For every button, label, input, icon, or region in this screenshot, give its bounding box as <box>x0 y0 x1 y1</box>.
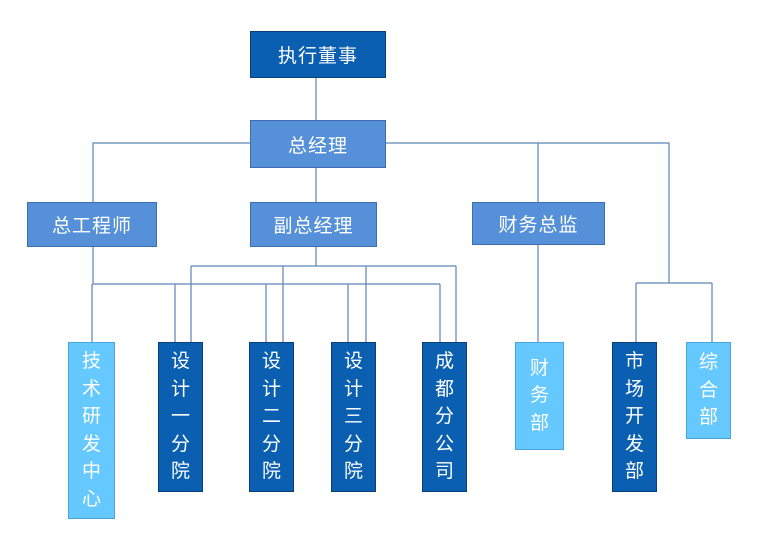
node-market-dev-dept: 市场开发部 <box>612 342 657 492</box>
node-finance-dept: 财务部 <box>515 342 564 450</box>
node-general-affairs-dept: 综合部 <box>686 342 731 439</box>
node-general-manager: 总经理 <box>250 120 386 168</box>
connector-gm-chief-engineer <box>92 142 250 202</box>
node-finance-director-label: 财务总监 <box>498 214 579 236</box>
node-chairman: 执行董事 <box>250 31 386 78</box>
node-market-dev-dept-label: 市场开发部 <box>624 350 644 483</box>
node-chengdu-branch: 成都分公司 <box>422 342 467 492</box>
node-chengdu-branch-label: 成都分公司 <box>434 350 454 483</box>
node-chief-engineer: 总工程师 <box>27 202 157 247</box>
node-tech-rd-center: 技术研发中心 <box>68 342 115 519</box>
connector-market-general <box>635 282 713 342</box>
node-design-branch-1: 设计一分院 <box>158 342 203 492</box>
node-chairman-label: 执行董事 <box>277 45 358 67</box>
node-general-affairs-dept-label: 综合部 <box>698 351 718 429</box>
node-design-branch-3: 设计三分院 <box>331 342 376 492</box>
node-finance-dept-label: 财务部 <box>529 356 549 434</box>
node-design-branch-1-label: 设计一分院 <box>170 350 190 483</box>
node-design-branch-3-label: 设计三分院 <box>343 350 363 483</box>
node-tech-rd-center-label: 技术研发中心 <box>81 350 101 510</box>
connector-deputy-bus <box>190 247 457 342</box>
connector-chief-engineer-bus <box>91 245 441 342</box>
connector-gm-right <box>386 142 670 283</box>
node-finance-director: 财务总监 <box>472 202 605 245</box>
node-design-branch-2-label: 设计二分院 <box>261 350 281 483</box>
node-deputy-general-manager-label: 副总经理 <box>273 215 354 237</box>
node-deputy-general-manager: 副总经理 <box>250 202 377 247</box>
node-chief-engineer-label: 总工程师 <box>51 215 132 237</box>
node-general-manager-label: 总经理 <box>287 134 348 157</box>
node-design-branch-2: 设计二分院 <box>249 342 294 492</box>
